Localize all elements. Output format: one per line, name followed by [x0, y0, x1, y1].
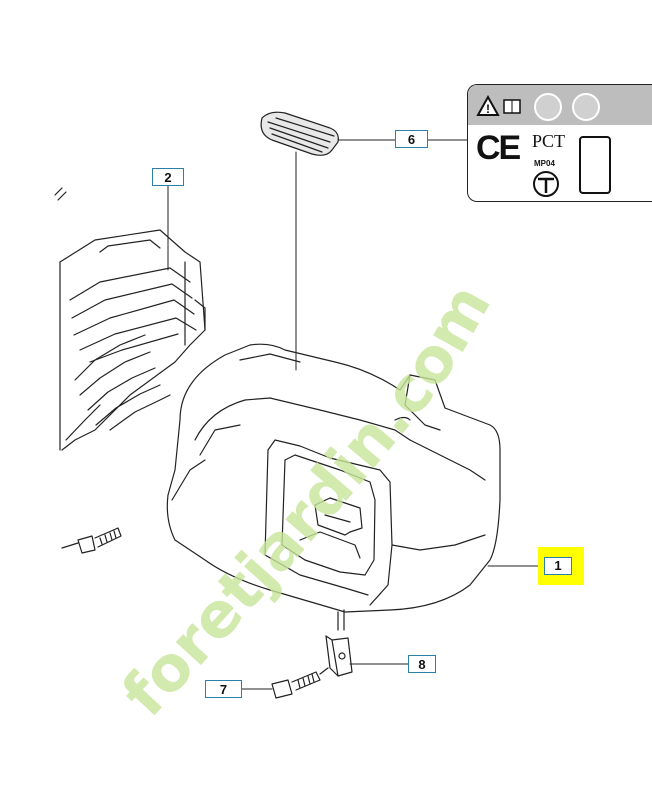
screw-left — [61, 527, 122, 554]
svg-text:!: ! — [486, 102, 490, 116]
callout-part-1: 1 — [538, 547, 584, 585]
cylinder-part — [59, 229, 206, 451]
callout-part-8: 8 — [408, 655, 436, 673]
partial-label-box — [579, 136, 611, 194]
warning-symbols: ! — [476, 93, 600, 121]
gost-logo-icon — [533, 171, 559, 197]
callout-part-7: 7 — [205, 680, 242, 698]
callout-part-6: 6 — [395, 130, 428, 148]
mp04-mark: MP04 — [534, 159, 555, 168]
edge-mark — [54, 187, 67, 201]
screw-part-7 — [241, 667, 329, 699]
cylinder-cover-part — [166, 343, 501, 613]
callout-part-2: 2 — [152, 168, 184, 186]
ce-mark: CE — [476, 129, 521, 167]
callout-part-1-label: 1 — [544, 557, 572, 575]
pct-mark: PCT — [532, 131, 566, 151]
certification-label: ! CE PCT MP04 — [467, 84, 652, 202]
warning-strip: ! — [468, 85, 652, 125]
grille-part — [260, 111, 339, 156]
clip-part — [325, 609, 353, 677]
